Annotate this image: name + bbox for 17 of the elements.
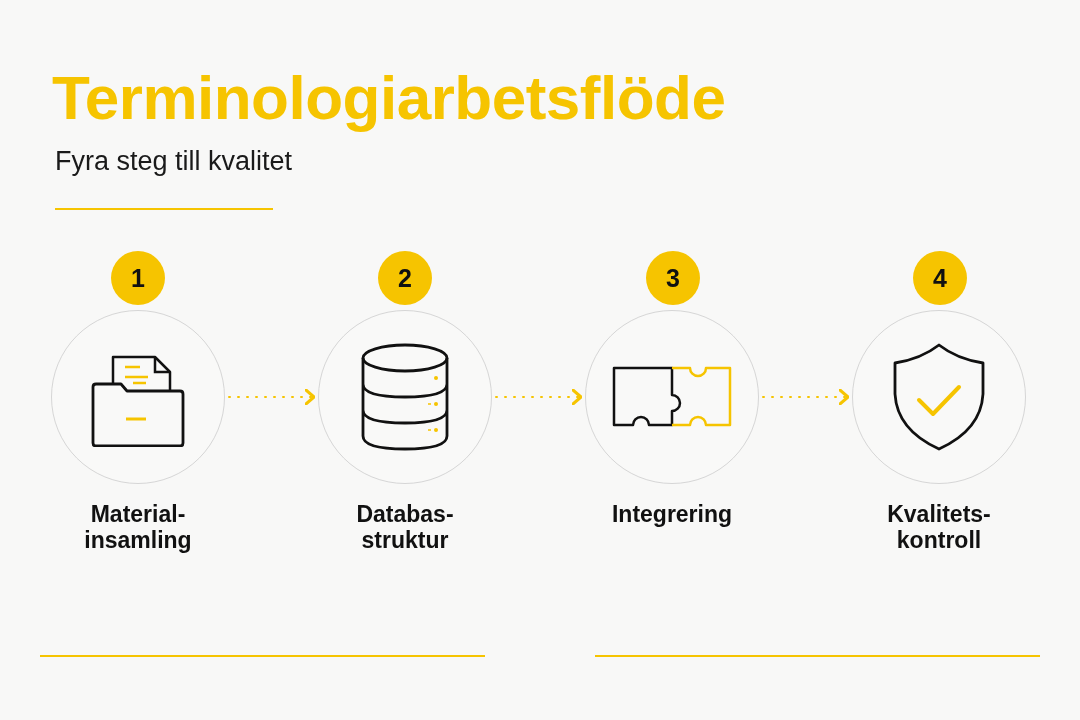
step-number: 1 [131,263,145,293]
number-badge [913,251,967,305]
step-label: Databas- struktur [355,501,455,554]
subtitle: Fyra steg till kvalitet [55,146,293,177]
number-badge [378,251,432,305]
step-number: 2 [398,263,412,293]
title: Terminologiarbetsflöde [52,62,726,133]
dotted-arrow [495,388,583,406]
step-label: Integrering [610,501,734,528]
number-badge [646,251,700,305]
dotted-arrow [228,388,316,406]
dotted-arrow [762,388,850,406]
step-label: Kvalitets- kontroll [886,501,992,554]
step-label: Material- insamling [83,501,193,554]
step-number: 3 [666,263,680,293]
number-badge [111,251,165,305]
step-number: 4 [933,263,947,293]
